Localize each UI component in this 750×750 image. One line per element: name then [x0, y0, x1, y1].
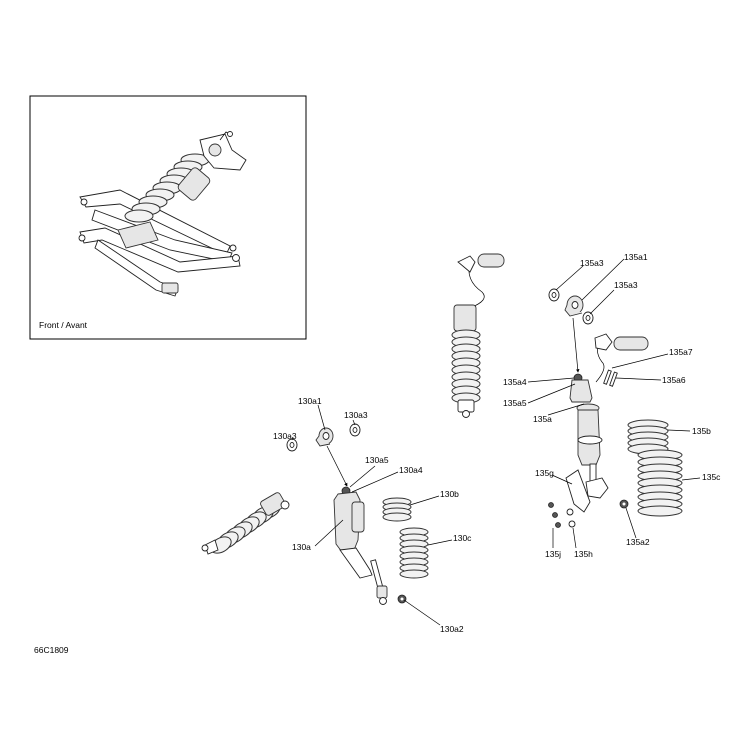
spring-135c: [637, 449, 683, 517]
callout-130b: 130b: [440, 489, 459, 499]
callout-135h: 135h: [574, 549, 593, 559]
bracket-135g: [565, 469, 591, 513]
shock-135-assembled-illustration: [451, 253, 505, 418]
callout-130c: 130c: [453, 533, 472, 543]
callout-135a1: 135a1: [624, 252, 648, 262]
shock-135a: [569, 373, 609, 499]
reservoir-135a7: [594, 333, 649, 383]
bushing-135a1: [564, 295, 584, 317]
callout-130a2: 130a2: [440, 624, 464, 634]
callout-135a7: 135a7: [669, 347, 693, 357]
callout-labels: 130a1 130a3 130a3 130a5 130a4 130b 130a …: [273, 252, 721, 634]
callout-130a5: 130a5: [365, 455, 389, 465]
callout-135g: 135g: [535, 468, 554, 478]
diagram-code: 66C1809: [34, 645, 69, 655]
shock-130-exploded: [286, 423, 429, 605]
callout-135c: 135c: [702, 472, 721, 482]
leader-lines: [291, 258, 701, 626]
nut-130a2: [397, 594, 407, 604]
spring-135b: [627, 419, 669, 455]
shock-130-assembled-illustration: [201, 492, 290, 555]
callout-135a4: 135a4: [503, 377, 527, 387]
callout-135a: 135a: [533, 414, 552, 424]
callout-135a5: 135a5: [503, 398, 527, 408]
bushing-130a1: [315, 427, 334, 447]
callout-130a4: 130a4: [399, 465, 423, 475]
callout-135a2: 135a2: [626, 537, 650, 547]
spring-130c: [399, 527, 429, 579]
callout-135j: 135j: [545, 549, 561, 559]
spring-130b: [382, 497, 412, 522]
inset-suspension-illustration: [78, 131, 247, 297]
callout-135a3-mid: 135a3: [614, 280, 638, 290]
callout-130a: 130a: [292, 542, 311, 552]
hardware-135j: [548, 502, 561, 528]
callout-135a3-top: 135a3: [580, 258, 604, 268]
hardware-135h: [566, 508, 576, 528]
inset-panel: Front / Avant: [29, 95, 307, 340]
clip-135a6: [603, 369, 618, 387]
shock-135-exploded: [548, 288, 683, 528]
callout-130a1: 130a1: [298, 396, 322, 406]
inset-caption: Front / Avant: [39, 320, 88, 330]
shock-130a: [333, 486, 388, 605]
callout-130a3-left: 130a3: [273, 431, 297, 441]
callout-135b: 135b: [692, 426, 711, 436]
callout-135a6: 135a6: [662, 375, 686, 385]
callout-130a3-right: 130a3: [344, 410, 368, 420]
nut-135a2: [619, 499, 629, 509]
